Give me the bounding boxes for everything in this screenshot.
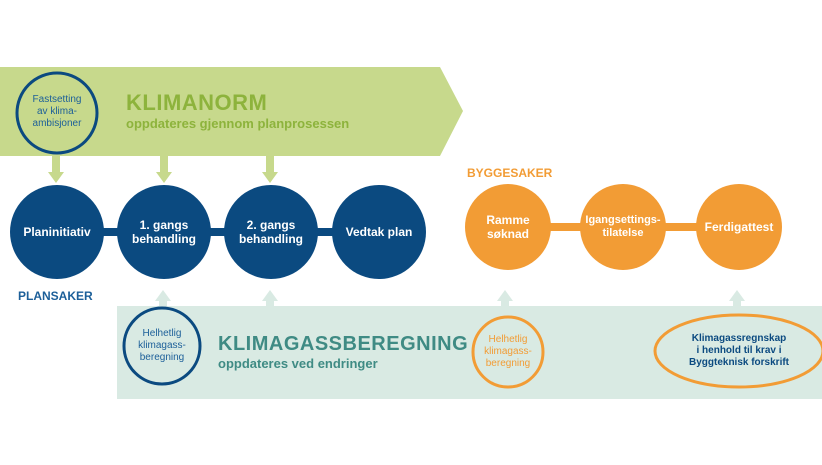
klimanorm-circle <box>15 71 99 155</box>
klimagass-title: KLIMAGASSBEREGNING <box>218 333 469 355</box>
bygg-step-label-2: Igangsettings- tilatelse <box>585 213 661 239</box>
klimanorm-subtitle: oppdateres gjennom planprosessen <box>126 116 350 131</box>
connector-down-1 <box>48 156 64 183</box>
bygg-step-label-1: Ramme søknad <box>486 212 530 241</box>
plan-step-circle-3 <box>224 185 318 279</box>
klimanorm-band <box>0 67 463 156</box>
bygg-step-circle-3 <box>696 184 782 270</box>
connector-down-2 <box>156 156 172 183</box>
klimagass-circle-blue-text: Helhetlig klimagass- beregning <box>138 328 186 363</box>
plan-step-label-1: Planinitiativ <box>23 224 91 239</box>
klimanorm-circle-text: Fastsetting av klima- ambisjoner <box>32 94 82 129</box>
bygg-step-circle-2 <box>580 184 666 270</box>
bygg-step-label-3: Ferdigattest <box>704 219 774 234</box>
plan-step-circle-1 <box>10 185 104 279</box>
plan-chain-line <box>60 228 380 236</box>
plan-step-label-2: 1. gangs behandling <box>132 217 196 246</box>
klimagass-oval-orange <box>653 313 822 389</box>
connector-down-3 <box>262 156 278 183</box>
plan-step-label-3: 2. gangs behandling <box>239 217 303 246</box>
klimanorm-title: KLIMANORM <box>126 90 268 115</box>
plan-step-circle-4 <box>332 185 426 279</box>
klimagass-subtitle: oppdateres ved endringer <box>218 356 378 371</box>
klimagass-circle-blue <box>122 306 202 386</box>
plan-step-circle-2 <box>117 185 211 279</box>
connector-up-3 <box>497 290 513 306</box>
connector-up-2 <box>262 290 278 306</box>
byggesaker-label: BYGGESAKER <box>467 166 553 180</box>
connector-up-4 <box>729 290 745 306</box>
connector-up-1 <box>155 290 171 306</box>
plansaker-label: PLANSAKER <box>18 289 93 303</box>
bygg-step-circle-1 <box>465 184 551 270</box>
plan-step-label-4: Vedtak plan <box>345 224 413 239</box>
klimagass-circle-orange <box>471 315 545 389</box>
klimagass-circle-orange-text: Helhetlig klimagass- beregning <box>484 334 532 369</box>
klimagass-oval-orange-text: Klimagassregnskap i henhold til krav i B… <box>688 333 790 368</box>
